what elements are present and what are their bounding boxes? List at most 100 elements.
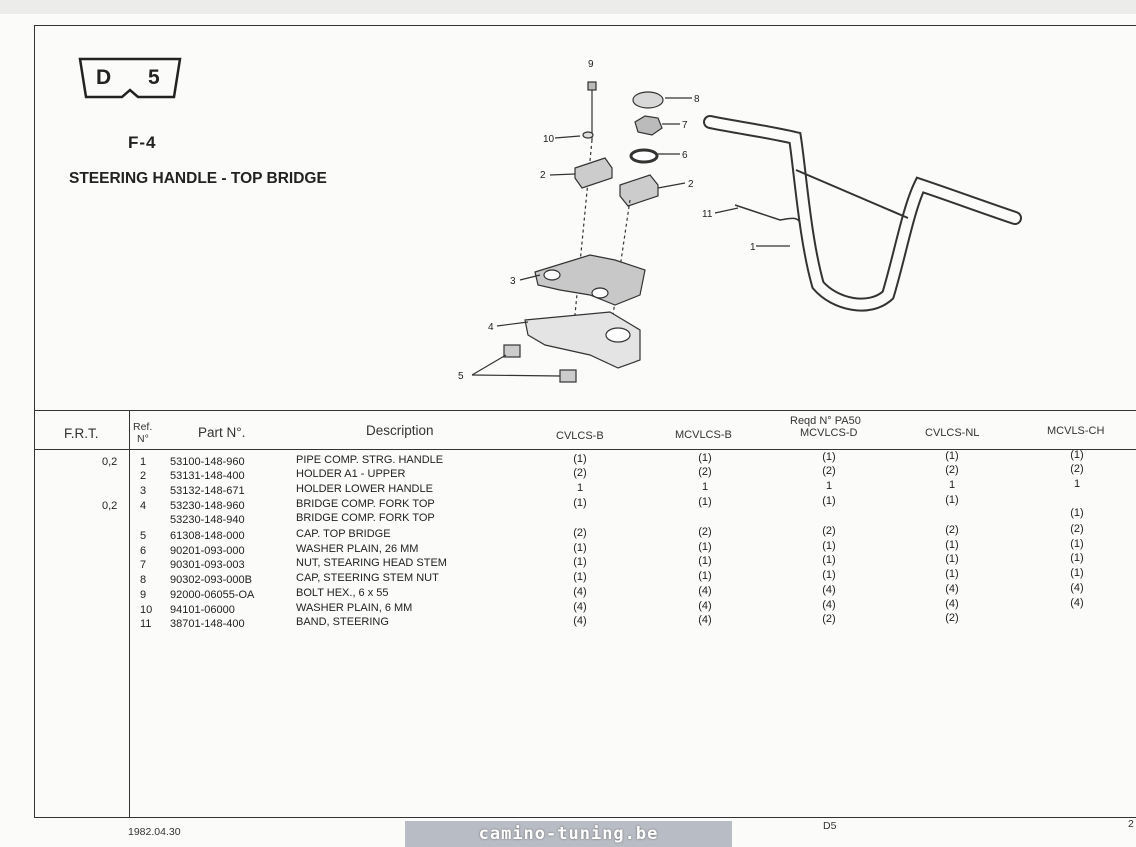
header-cvlcs-b: CVLCS-B xyxy=(556,430,604,442)
row-part-no: 53132-148-671 xyxy=(170,485,245,497)
callout-4: 4 xyxy=(488,322,494,333)
row-description: NUT, STEARING HEAD STEM xyxy=(296,557,447,569)
row-part-no: 53131-148-400 xyxy=(170,470,245,482)
header-ref: Ref. xyxy=(133,421,153,433)
header-frt: F.R.T. xyxy=(64,426,99,441)
row-qty-3: (2) xyxy=(822,525,836,537)
stem-washer-shape xyxy=(629,148,659,164)
row-frt: 0,2 xyxy=(102,456,118,468)
row-ref: 1 xyxy=(140,456,147,468)
footer-page-ref: D5 xyxy=(823,820,837,832)
row-qty-1: (1) xyxy=(573,542,587,554)
row-qty-4: (1) xyxy=(945,553,959,565)
row-qty-5: (4) xyxy=(1070,582,1084,594)
row-qty-4: 1 xyxy=(948,479,956,491)
row-qty-2: (1) xyxy=(698,555,712,567)
row-qty-2: (2) xyxy=(698,526,712,538)
row-qty-4: (1) xyxy=(945,568,959,580)
footer-page-number: 2 xyxy=(1128,818,1134,830)
header-description: Description xyxy=(366,423,434,438)
row-qty-2: (1) xyxy=(698,496,712,508)
row-qty-4: (2) xyxy=(945,464,959,476)
row-qty-5: 1 xyxy=(1073,478,1081,490)
row-qty-3: (1) xyxy=(822,569,836,581)
row-qty-1: (2) xyxy=(573,527,587,539)
row-qty-2: (4) xyxy=(698,585,712,597)
row-qty-4: (4) xyxy=(945,583,959,595)
watermark-text: camino-tuning.be xyxy=(478,824,659,844)
row-part-no: 53100-148-960 xyxy=(170,456,245,468)
stem-cap-shape xyxy=(632,91,664,109)
row-qty-3: (4) xyxy=(822,599,836,611)
row-qty-4: (1) xyxy=(945,494,959,506)
row-description: BRIDGE COMP. FORK TOP xyxy=(296,512,435,524)
row-ref: 4 xyxy=(140,500,147,512)
row-ref: 10 xyxy=(140,604,153,616)
row-qty-2: (1) xyxy=(698,452,712,464)
table-top-rule xyxy=(34,410,1136,411)
row-part-no: 53230-148-960 xyxy=(170,500,245,512)
row-qty-3: (1) xyxy=(822,495,836,507)
row-qty-4: (2) xyxy=(945,612,959,624)
row-part-no: 90301-093-003 xyxy=(170,559,245,571)
row-qty-3: (4) xyxy=(822,584,836,596)
footer-date: 1982.04.30 xyxy=(128,826,181,838)
row-description: HOLDER LOWER HANDLE xyxy=(296,483,433,495)
callout-11: 11 xyxy=(702,209,713,220)
header-ref-no: N° xyxy=(137,433,149,445)
row-qty-5: (1) xyxy=(1070,552,1084,564)
callout-8: 8 xyxy=(694,94,700,105)
row-part-no: 61308-148-000 xyxy=(170,530,245,542)
row-qty-2: (2) xyxy=(698,466,712,478)
row-qty-5: (4) xyxy=(1070,597,1084,609)
row-part-no: 90201-093-000 xyxy=(170,545,245,557)
row-qty-2: (1) xyxy=(698,541,712,553)
top-bridge-shape xyxy=(524,311,641,369)
row-qty-5: (1) xyxy=(1070,507,1084,519)
row-ref: 11 xyxy=(140,618,152,630)
table-header-rule xyxy=(34,449,1136,450)
row-qty-4: (4) xyxy=(945,598,959,610)
row-qty-1: (1) xyxy=(573,556,587,568)
row-description: BOLT HEX., 6 x 55 xyxy=(296,587,389,599)
row-description: WASHER PLAIN, 26 MM xyxy=(296,543,419,555)
row-qty-2: (4) xyxy=(698,600,712,612)
callout-3: 3 xyxy=(510,276,516,287)
row-qty-2: (1) xyxy=(698,570,712,582)
row-description: BRIDGE COMP. FORK TOP xyxy=(296,498,435,510)
row-ref: 5 xyxy=(140,530,147,542)
holder-upper-right-shape xyxy=(619,174,659,207)
row-qty-3: (2) xyxy=(822,613,836,625)
row-qty-1: (4) xyxy=(573,601,587,613)
badge-number: 5 xyxy=(148,66,160,89)
row-description: HOLDER A1 - UPPER xyxy=(296,468,406,480)
bridge-cap-left-shape xyxy=(503,344,521,358)
header-mcvlcs-d: MCVLCS-D xyxy=(800,427,858,439)
row-description: PIPE COMP. STRG. HANDLE xyxy=(296,454,444,466)
row-part-no: 53230-148-940 xyxy=(170,514,245,526)
row-qty-3: (1) xyxy=(822,451,836,463)
row-qty-1: (1) xyxy=(573,453,587,465)
header-mcvlcs-b: MCVLCS-B xyxy=(675,429,732,441)
row-description: CAP, STEERING STEM NUT xyxy=(296,572,439,584)
row-part-no: 92000-06055-OA xyxy=(170,589,255,601)
row-qty-4: (1) xyxy=(945,450,959,462)
row-qty-1: (2) xyxy=(573,467,587,479)
watermark-banner: camino-tuning.be xyxy=(405,821,732,847)
row-frt: 0,2 xyxy=(102,500,118,512)
row-description: CAP. TOP BRIDGE xyxy=(296,528,391,540)
row-ref: 7 xyxy=(140,559,147,571)
callout-7: 7 xyxy=(682,120,688,131)
callout-10: 10 xyxy=(543,134,555,145)
row-qty-4: (2) xyxy=(945,524,959,536)
row-qty-2: (4) xyxy=(698,614,712,626)
row-part-no: 90302-093-000B xyxy=(170,574,252,586)
exploded-parts-diagram: 9 8 10 7 6 2 2 11 1 3 4 5 xyxy=(458,59,1022,383)
figure-code: F-4 xyxy=(128,133,157,152)
row-qty-1: 1 xyxy=(576,482,584,494)
row-qty-5: (1) xyxy=(1070,538,1084,550)
section-badge: D 5 xyxy=(78,56,182,100)
row-description: WASHER PLAIN, 6 MM xyxy=(296,602,413,614)
row-qty-3: 1 xyxy=(825,480,833,492)
